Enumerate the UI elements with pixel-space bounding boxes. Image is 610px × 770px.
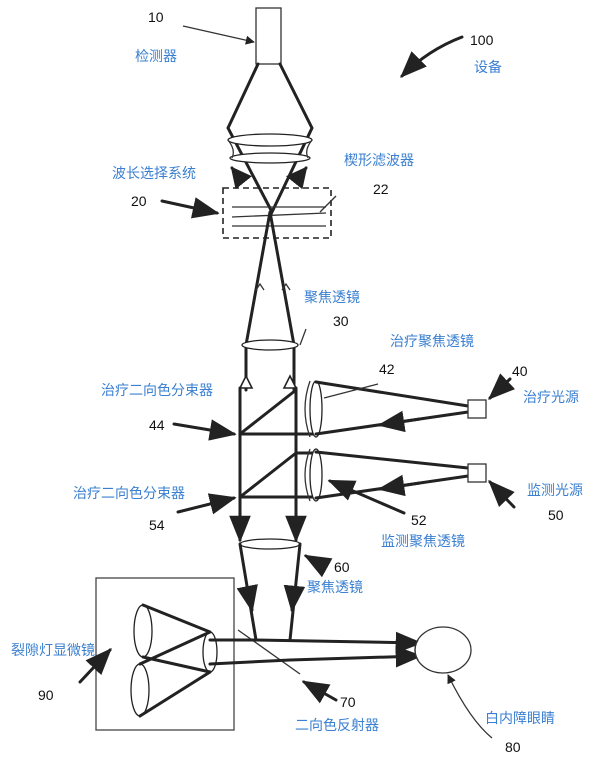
num-treatment-splitter-54: 54 bbox=[149, 517, 165, 533]
label-treatment-light: 治疗光源 bbox=[523, 390, 579, 406]
num-slit-lamp: 90 bbox=[38, 687, 54, 703]
pointer-30 bbox=[299, 328, 307, 346]
label-dichroic-mirror: 二向色反射器 bbox=[295, 717, 379, 734]
num-monitor-light: 50 bbox=[548, 507, 564, 523]
label-monitor-light: 监测光源 bbox=[527, 483, 583, 499]
pointer-22 bbox=[319, 195, 337, 213]
pointer-20 bbox=[160, 197, 220, 219]
eye-beam-lower bbox=[288, 645, 423, 668]
label-treatment-splitter-54: 治疗二向色分束器 bbox=[73, 485, 185, 502]
beam-small-arrows bbox=[255, 282, 291, 291]
num-device: 100 bbox=[470, 32, 494, 48]
label-cataract-eye: 白内障眼睛 bbox=[485, 711, 555, 727]
num-wedge-filter: 22 bbox=[373, 181, 389, 197]
num-treatment-splitter-44: 44 bbox=[149, 417, 165, 433]
label-wavelength-system: 波长选择系统 bbox=[112, 166, 196, 182]
pointer-42 bbox=[323, 383, 379, 399]
slit-lamp-lens-bottom bbox=[130, 663, 150, 717]
slit-lamp-lens-top bbox=[133, 604, 153, 658]
label-focus-lens-60: 聚焦透镜 bbox=[307, 580, 363, 596]
num-treatment-light: 40 bbox=[512, 363, 528, 379]
pointer-100 bbox=[400, 35, 464, 78]
pointer-50 bbox=[488, 480, 516, 509]
splitter-54-diag bbox=[238, 451, 298, 499]
splitter-44-diag bbox=[238, 388, 298, 436]
pointer-10 bbox=[182, 25, 255, 45]
num-treatment-focus-lens: 42 bbox=[379, 361, 395, 377]
monitor-lens-edge bbox=[304, 448, 311, 502]
label-slit-lamp: 裂隙灯显微镜 bbox=[11, 643, 95, 659]
monitor-focus-lens bbox=[309, 448, 323, 502]
num-detector: 10 bbox=[148, 9, 164, 25]
pointer-40 bbox=[488, 373, 516, 400]
treatment-light-box bbox=[467, 399, 487, 419]
num-wavelength-system: 20 bbox=[131, 193, 147, 209]
triangle-marker-left bbox=[238, 374, 254, 389]
monitor-beam-upper bbox=[314, 450, 470, 470]
focus-lens-30 bbox=[241, 339, 299, 351]
label-wedge-filter: 楔形滤波器 bbox=[344, 153, 414, 169]
monitor-beam-arrow bbox=[377, 474, 422, 497]
label-monitor-focus-lens: 监测聚焦透镜 bbox=[381, 534, 465, 550]
dichroic-mirror bbox=[237, 629, 301, 675]
label-treatment-focus-lens: 治疗聚焦透镜 bbox=[390, 334, 474, 350]
num-dichroic-mirror: 70 bbox=[340, 694, 356, 710]
filter-line-2 bbox=[231, 212, 327, 218]
label-detector: 检测器 bbox=[135, 49, 177, 65]
detector-cone bbox=[226, 62, 314, 216]
detector-lens bbox=[227, 133, 313, 147]
treatment-beam-upper bbox=[314, 380, 470, 408]
treatment-focus-lens bbox=[309, 380, 323, 438]
label-device: 设备 bbox=[474, 59, 502, 76]
triangle-marker-right bbox=[282, 374, 298, 389]
monitor-light-box bbox=[467, 463, 487, 483]
label-treatment-splitter-44: 治疗二向色分束器 bbox=[101, 382, 213, 399]
num-cataract-eye: 80 bbox=[505, 739, 521, 755]
num-focus-lens-60: 60 bbox=[334, 559, 350, 575]
lower-cone-arrow-right bbox=[283, 584, 306, 613]
slit-lamp-beam-lower bbox=[208, 658, 292, 666]
pointer-90 bbox=[78, 648, 112, 684]
eye-beam-upper bbox=[254, 631, 423, 654]
num-monitor-focus-lens: 52 bbox=[411, 512, 427, 528]
cone-arrow-left bbox=[230, 166, 253, 190]
slit-lamp-lens-right bbox=[202, 631, 218, 673]
treatment-lens-edge bbox=[304, 380, 311, 438]
detector-lens-2 bbox=[229, 152, 311, 164]
eye bbox=[414, 626, 472, 674]
wavelength-system-box bbox=[222, 187, 332, 239]
focus-lens-60-top bbox=[239, 538, 301, 550]
pointer-52 bbox=[327, 479, 406, 515]
lower-cone-arrow-left bbox=[236, 584, 258, 613]
treatment-beam-arrow bbox=[377, 410, 422, 433]
eye-cornea bbox=[414, 639, 419, 661]
detector-lens-edge bbox=[227, 139, 313, 159]
pointer-80 bbox=[447, 674, 493, 739]
slit-lamp-rays bbox=[138, 603, 212, 718]
pointer-60 bbox=[303, 554, 333, 578]
detector-box bbox=[255, 7, 282, 65]
pointer-44 bbox=[172, 419, 237, 441]
pointer-70 bbox=[301, 680, 338, 704]
cone-arrow-right bbox=[285, 166, 308, 190]
pointer-54 bbox=[176, 493, 237, 515]
label-focus-lens-30: 聚焦透镜 bbox=[304, 290, 360, 306]
num-focus-lens-30: 30 bbox=[333, 313, 349, 329]
